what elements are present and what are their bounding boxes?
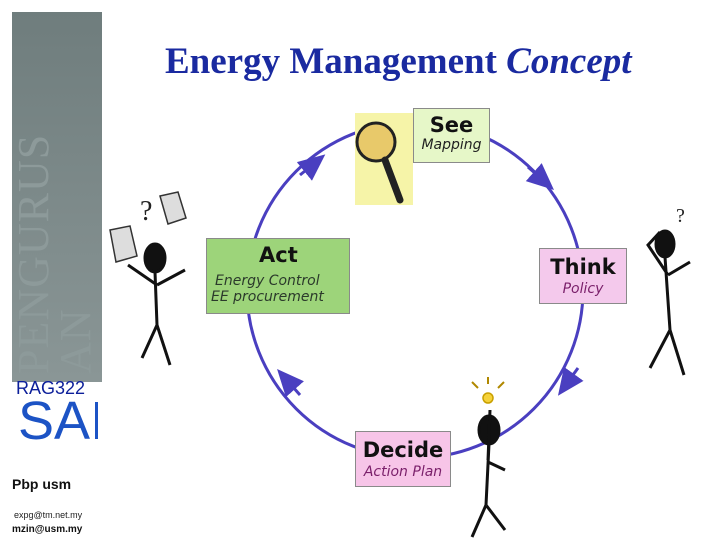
school-word: SAINS — [18, 396, 98, 451]
title-italic: Concept — [506, 41, 632, 82]
thinking-figure-icon: ? — [646, 205, 691, 376]
see-box: See Mapping — [413, 108, 490, 163]
act-label: Act — [259, 243, 298, 267]
decide-box: Decide Action Plan — [355, 431, 451, 487]
arrow-decide — [557, 366, 584, 396]
course-code: RAG322 — [16, 378, 86, 398]
magnifying-glass-icon — [355, 113, 413, 205]
svg-text:?: ? — [140, 196, 152, 227]
see-label: See — [429, 113, 474, 137]
idea-figure-icon — [470, 377, 507, 538]
think-box: Think Policy — [539, 248, 627, 304]
arrow-think — [525, 163, 554, 190]
email-2[interactable]: mzin@usm.my — [12, 524, 83, 535]
decide-sub: Action Plan — [363, 464, 443, 480]
page-title: Energy Management Concept — [165, 40, 632, 83]
arrow-see — [296, 154, 326, 181]
see-sub: Mapping — [421, 137, 482, 153]
title-main: Energy Management — [165, 41, 497, 82]
frustrated-figure-icon: ? — [109, 191, 187, 366]
email-1[interactable]: expg@tm.net.my — [14, 510, 83, 520]
decide-label: Decide — [362, 438, 444, 462]
sidebar-band — [12, 12, 102, 382]
act-box: Act Energy Control EE procurement — [206, 238, 350, 314]
svg-text:?: ? — [676, 205, 685, 227]
campus-label: Pbp usm — [12, 476, 72, 492]
think-sub: Policy — [562, 281, 604, 297]
think-label: Think — [550, 255, 616, 279]
act-sub-2: EE procurement — [211, 289, 324, 305]
arrow-act — [277, 369, 304, 398]
act-sub-1: Energy Control — [215, 273, 320, 289]
